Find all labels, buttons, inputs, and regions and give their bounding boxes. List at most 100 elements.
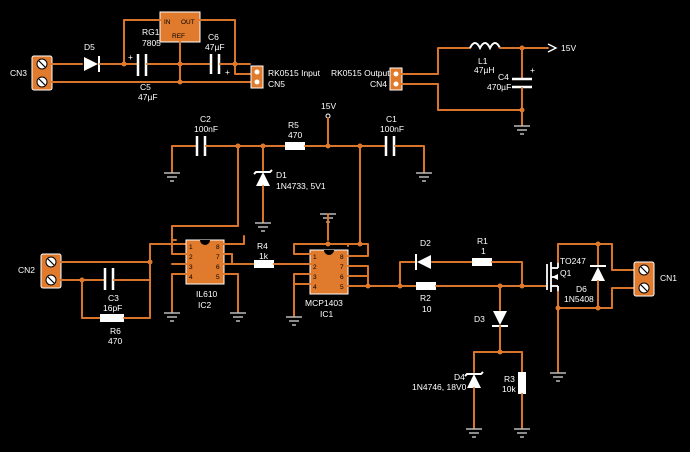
r6-ref: R6 xyxy=(110,326,121,336)
cn5-connector xyxy=(250,65,264,89)
rg1-label: RG1 xyxy=(142,27,160,37)
c4-ref: C4 xyxy=(498,72,509,82)
v15-top-label: 15V xyxy=(561,43,576,53)
c3-capacitor xyxy=(103,268,115,290)
ic1-label: IC1 xyxy=(320,309,334,319)
output-switch-section: TO247 Q1 D6 1N5408 CN1 xyxy=(539,241,677,382)
c2-ref: C2 xyxy=(200,114,211,124)
r4-resistor xyxy=(254,260,274,268)
c2-capacitor xyxy=(195,136,207,156)
ground-d4 xyxy=(466,428,482,438)
q1-mosfet xyxy=(546,262,559,292)
ground-d1 xyxy=(255,222,271,232)
ic2-pin8: 8 xyxy=(216,244,220,251)
d6-ref: D6 xyxy=(576,284,587,294)
r2-value: 10 xyxy=(422,304,432,314)
c1-capacitor xyxy=(384,136,396,156)
d1-ref: D1 xyxy=(276,170,287,180)
l1-ref: L1 xyxy=(478,56,488,66)
c4-value: 470µF xyxy=(487,82,511,92)
ic1-pin1: 1 xyxy=(313,254,317,261)
ic1-pin5: 5 xyxy=(340,284,344,291)
d5-diode xyxy=(84,56,100,72)
ic2-partname: IL610 xyxy=(196,289,218,299)
l1-value: 47µH xyxy=(474,65,495,75)
r4-ref: R4 xyxy=(257,241,268,251)
r3-value: 10k xyxy=(502,384,516,394)
c1-ref: C1 xyxy=(386,114,397,124)
ic2-pin4: 4 xyxy=(189,274,193,281)
d4-zener xyxy=(464,371,484,388)
ic2-pin5: 5 xyxy=(216,274,220,281)
d5-label: D5 xyxy=(84,42,95,52)
ic1-pin2: 2 xyxy=(313,264,317,271)
ground-c2 xyxy=(164,172,180,182)
ic2-pin7: 7 xyxy=(216,254,220,261)
v15-arrow xyxy=(547,43,558,53)
c2-value: 100nF xyxy=(194,124,218,134)
c5-ref: C5 xyxy=(140,82,151,92)
ground-r3 xyxy=(514,428,530,438)
r5-value: 470 xyxy=(288,130,302,140)
ic2-section: CN2 C3 16pF R6 470 1 2 3 4 8 7 6 5 IL610… xyxy=(18,145,311,346)
supply-section: 15V C2 100nF R5 470 C1 100nF xyxy=(164,101,432,241)
r6-resistor xyxy=(100,314,124,322)
cn2-label: CN2 xyxy=(18,265,35,275)
rk-input-label: RK0515 Input xyxy=(268,68,321,78)
to247-label: TO247 xyxy=(560,256,586,266)
d6-value: 1N5408 xyxy=(564,294,594,304)
r1-value: 1 xyxy=(481,246,486,256)
ic2-chip xyxy=(185,239,225,285)
ic1-pin7: 7 xyxy=(340,264,344,271)
rk-output-label: RK0515 Output xyxy=(331,68,390,78)
c6-ref: C6 xyxy=(208,32,219,42)
r1-ref: R1 xyxy=(477,236,488,246)
c5-capacitor xyxy=(136,54,148,76)
q1-label: Q1 xyxy=(560,268,572,278)
cn5-label: CN5 xyxy=(268,79,285,89)
l1-inductor xyxy=(469,42,501,51)
ic2-pin2: 2 xyxy=(189,254,193,261)
ic2-pin6: 6 xyxy=(216,264,220,271)
ground-c4 xyxy=(514,125,530,135)
ic2-pin3: 3 xyxy=(189,264,193,271)
rg1-ref: REF xyxy=(172,33,185,40)
ground-ic2-left xyxy=(164,312,180,322)
c4-capacitor xyxy=(512,77,532,89)
c3-value: 16pF xyxy=(103,303,122,313)
c3-ref: C3 xyxy=(108,293,119,303)
ground-ic1 xyxy=(286,316,302,326)
ic1-partname: MCP1403 xyxy=(305,298,343,308)
d4-value: 1N4746, 18V0 xyxy=(412,382,467,392)
gate-drive-section: D2 R1 1 R2 10 D3 D4 1N4746, 18V0 xyxy=(397,236,541,438)
cn4-connector xyxy=(389,67,403,91)
c5-plus: + xyxy=(128,52,133,62)
r5-resistor xyxy=(285,142,305,150)
r6-value: 470 xyxy=(108,336,122,346)
r4-value: 1k xyxy=(259,251,269,261)
rg1-in: IN xyxy=(164,19,171,26)
ground-ic2-right xyxy=(230,312,246,322)
ground-q1 xyxy=(550,372,566,382)
d3-label: D3 xyxy=(474,314,485,324)
ic1-pin8: 8 xyxy=(340,254,344,261)
c1-value: 100nF xyxy=(380,124,404,134)
r3-resistor xyxy=(518,372,526,394)
output-section: RK0515 Output CN4 L1 47µH + C4 470µF 15V xyxy=(331,42,576,135)
ic1-pin6: 6 xyxy=(340,274,344,281)
v15-mid-label: 15V xyxy=(321,101,336,111)
c4-plus: + xyxy=(530,65,535,75)
cn4-label: CN4 xyxy=(370,79,387,89)
r3-ref: R3 xyxy=(504,374,515,384)
ic1-pin4: 4 xyxy=(313,284,317,291)
ic2-pin1: 1 xyxy=(189,244,193,251)
regulator-section: CN3 D5 + C5 47µF IN OUT REF RG1 7805 xyxy=(10,11,321,102)
rg1-value: 7805 xyxy=(142,38,161,48)
c6-value: 47µF xyxy=(205,42,225,52)
c5-value: 47µF xyxy=(138,92,158,102)
ground-c1 xyxy=(416,172,432,182)
r1-resistor xyxy=(472,258,492,266)
cn1-label: CN1 xyxy=(660,273,677,283)
c6-capacitor xyxy=(209,54,221,74)
